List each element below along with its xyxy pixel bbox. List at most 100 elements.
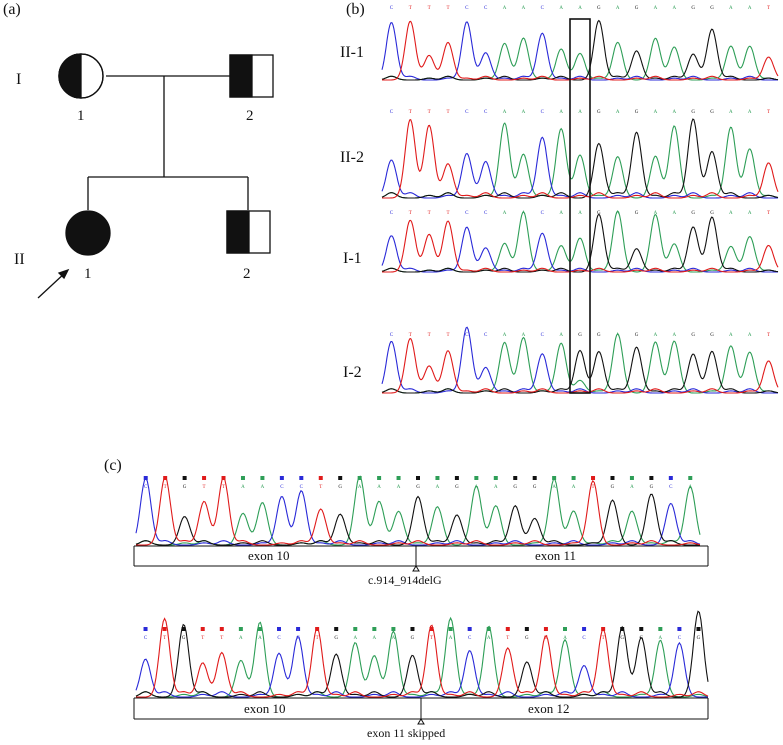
cdna-trace-t: [136, 617, 709, 698]
cdna-base-marker: [552, 476, 557, 480]
cdna-base-call: A: [239, 636, 243, 641]
panel-label-a: (a): [3, 1, 21, 18]
sanger-base-call: C: [390, 333, 394, 338]
cdna-base-marker: [677, 627, 682, 631]
sanger-base-call: C: [541, 333, 545, 338]
cdna-base-call: A: [572, 485, 576, 490]
cdna-base-call: T: [316, 636, 319, 641]
sanger-base-call: T: [428, 6, 431, 11]
sanger-base-call: T: [767, 110, 770, 115]
sanger-base-call: T: [767, 211, 770, 216]
variant-highlight-box: [569, 18, 591, 394]
cdna-base-marker: [493, 476, 498, 480]
sanger-base-call: A: [503, 110, 507, 115]
sanger-base-call: T: [446, 6, 449, 11]
cdna-base-call: G: [697, 636, 701, 641]
cdna-base-marker: [372, 627, 377, 631]
sanger-base-call: A: [672, 333, 676, 338]
individual-ii-1: 1: [65, 210, 111, 282]
individual-label-i-2: 2: [246, 108, 254, 124]
individual-i-2: 2: [229, 54, 274, 124]
sanger-base-call: A: [578, 6, 582, 11]
sanger-base-call: G: [710, 333, 714, 338]
cdna-base-marker: [688, 476, 693, 480]
sanger-base-call: G: [710, 211, 714, 216]
sanger-base-call: A: [503, 333, 507, 338]
cdna-base-marker: [277, 627, 281, 631]
sanger-base-call: C: [484, 333, 488, 338]
sanger-base-call: A: [559, 333, 563, 338]
cdna-base-marker: [416, 476, 420, 480]
cdna-base-marker: [649, 476, 654, 480]
sanger-base-call: T: [446, 110, 449, 115]
cdna-base-call: T: [163, 636, 166, 641]
cdna-base-marker: [639, 627, 644, 631]
sanger-base-call: A: [748, 333, 752, 338]
sample-label-i-1: I-1: [343, 250, 362, 267]
individual-label-i-1: 1: [77, 108, 85, 124]
cdna-base-marker: [658, 627, 663, 631]
cdna-base-marker: [474, 476, 479, 480]
cdna-base-marker: [410, 627, 415, 631]
sanger-base-call: C: [390, 211, 394, 216]
cdna-base-call: T: [164, 485, 167, 490]
cdna-base-marker: [257, 627, 262, 631]
individual-ii-2: 2: [226, 210, 271, 282]
sanger-trace-t: [382, 337, 779, 394]
exon-label-10-track-1: exon 10: [248, 548, 290, 563]
cdna-base-call: A: [487, 636, 491, 641]
cdna-base-call: A: [630, 485, 634, 490]
cdna-base-marker: [429, 627, 434, 631]
sanger-trace-c: [381, 326, 778, 394]
sanger-base-call: T: [446, 333, 449, 338]
sanger-base-call: A: [578, 110, 582, 115]
cdna-base-marker: [532, 476, 537, 480]
exon-label-11-track-1: exon 11: [535, 548, 576, 563]
cdna-base-call: G: [411, 636, 415, 641]
cdna-base-marker: [318, 476, 323, 480]
cdna-base-call: A: [358, 485, 362, 490]
cdna-base-marker: [571, 476, 576, 480]
individual-label-ii-2: 2: [243, 266, 251, 282]
sanger-base-call: A: [729, 211, 733, 216]
cdna-base-marker: [182, 476, 187, 480]
cdna-base-marker: [162, 627, 167, 631]
cdna-base-call: G: [338, 485, 342, 490]
sanger-trace-t: [382, 119, 779, 199]
cdna-base-marker: [563, 627, 567, 631]
cdna-base-marker: [435, 476, 440, 480]
sanger-base-call: T: [409, 211, 412, 216]
cdna-base-marker: [219, 627, 224, 631]
sanger-base-call: C: [541, 110, 545, 115]
sanger-base-call: A: [616, 333, 620, 338]
sanger-base-call: A: [503, 211, 507, 216]
cdna-base-call: A: [258, 636, 262, 641]
cdna-base-marker: [163, 476, 168, 480]
cdna-base-call: T: [544, 636, 547, 641]
sanger-base-call: C: [465, 6, 469, 11]
cdna-base-marker: [610, 476, 615, 480]
sanger-base-call: G: [691, 110, 695, 115]
cdna-base-marker: [260, 476, 265, 480]
cdna-base-marker: [202, 476, 207, 480]
exon-label-12-track-2: exon 12: [528, 701, 570, 716]
cdna-base-call: A: [475, 485, 479, 490]
cdna-base-marker: [396, 476, 401, 480]
cdna-base-call: G: [620, 636, 624, 641]
proband-arrow-icon: [37, 268, 70, 299]
sanger-base-call: A: [503, 6, 507, 11]
cdna-base-marker: [524, 627, 529, 631]
cdna-base-call: A: [241, 485, 245, 490]
sanger-base-call: G: [635, 333, 639, 338]
cdna-base-call: G: [183, 485, 187, 490]
sample-label-ii-1: II-1: [340, 44, 364, 61]
cdna-base-call: G: [513, 485, 517, 490]
sanger-base-call: G: [635, 211, 639, 216]
sanger-base-call: T: [446, 211, 449, 216]
exon-label-10-track-2: exon 10: [244, 701, 286, 716]
cdna-base-call: G: [650, 485, 654, 490]
sanger-base-call: A: [654, 6, 658, 11]
sample-label-ii-2: II-2: [340, 149, 364, 166]
